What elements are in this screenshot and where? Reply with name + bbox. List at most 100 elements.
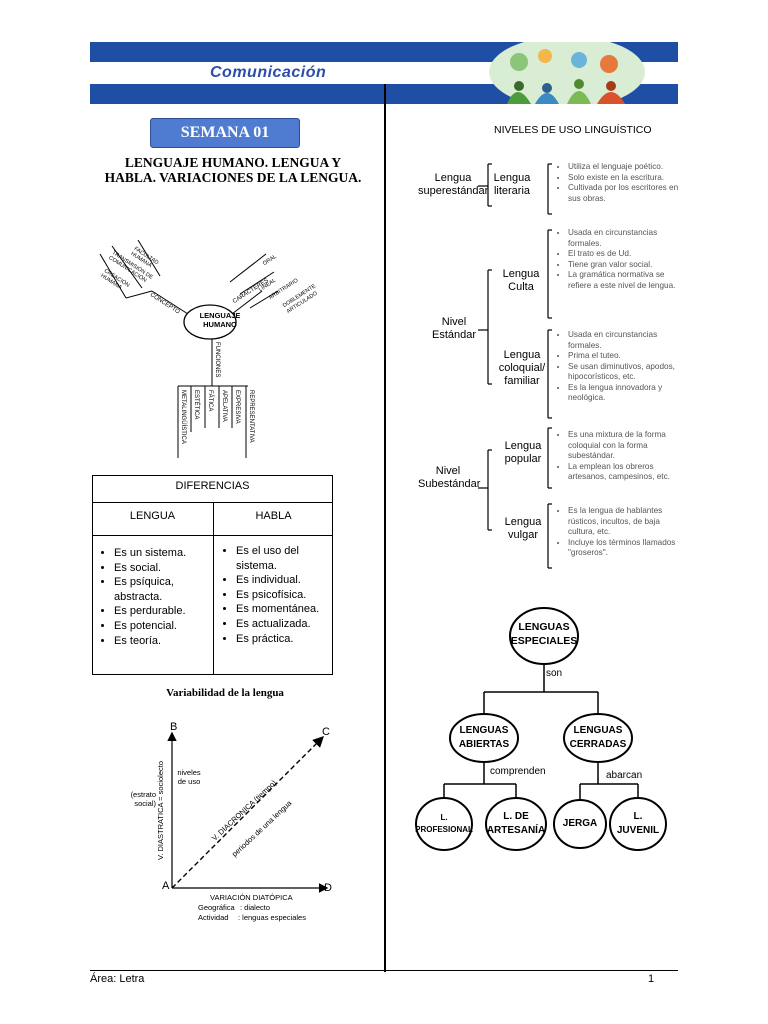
- list-item: Es práctica.: [236, 632, 331, 647]
- footer-rule: [90, 970, 678, 971]
- abarcan-label: abarcan: [606, 770, 643, 781]
- variabilidad-diagram: [167, 731, 329, 893]
- comprenden-label: comprenden: [490, 766, 546, 777]
- node-root-line-1: LENGUAS: [518, 621, 570, 633]
- estrato-label: (estrato social): [130, 790, 156, 808]
- coloquial-list: Usada en circunstancias formales. Prima …: [554, 330, 684, 404]
- node-profesional-line-1: L.: [440, 813, 448, 822]
- actividad-label: Actividad: [198, 913, 229, 922]
- list-item: Es un sistema.: [114, 546, 211, 561]
- header-illustration-icon: [489, 42, 645, 104]
- habla-list: Es el uso del sistema. Es individual. Es…: [218, 544, 331, 646]
- funcion-item-5: EXPRESIVA: [234, 390, 240, 424]
- list-item: Es potencial.: [114, 619, 211, 634]
- node-artesania-line-2: ARTESANÍA: [486, 825, 546, 836]
- column-divider: [384, 84, 386, 972]
- point-b: B: [170, 721, 178, 733]
- geografica-label: Geográfica: [198, 903, 235, 912]
- actividad-value: : lenguas especiales: [238, 913, 306, 922]
- point-a: A: [162, 880, 170, 892]
- node-cerradas-line-1: LENGUAS: [573, 725, 623, 736]
- footer-area-label: Área: Letra: [90, 973, 145, 985]
- lengua-culta: Lengua Culta: [502, 268, 540, 293]
- concept-center-line-2: HUMANO: [203, 320, 237, 329]
- vulgar-list: Es la lengua de hablantes rústicos, incu…: [554, 506, 684, 559]
- point-d: D: [324, 882, 332, 894]
- funcion-item-6: REPRESENTATIVA: [248, 390, 254, 443]
- funcion-item-1: METALINGÜÍSTICA: [180, 390, 186, 444]
- lenguas-especiales-tree: [415, 607, 667, 851]
- point-c: C: [322, 726, 330, 738]
- node-abiertas-line-2: ABIERTAS: [458, 739, 510, 750]
- list-item: Es individual.: [236, 573, 331, 588]
- list-item: La gramática normativa se refiere a este…: [568, 270, 684, 291]
- lengua-vulgar: Lengua vulgar: [504, 516, 542, 541]
- semana-badge: SEMANA 01: [150, 118, 300, 148]
- culta-list: Usada en circunstancias formales. El tra…: [554, 228, 684, 291]
- lengua-coloquial: Lengua coloquial/ familiar: [498, 349, 546, 387]
- list-item: Es el uso del sistema.: [236, 544, 331, 573]
- list-item: Es actualizada.: [236, 617, 331, 632]
- funcion-item-4: APELATIVA: [221, 390, 227, 422]
- concept-center-line-1: LENGUAJE: [199, 311, 241, 320]
- variabilidad-title: Variabilidad de la lengua: [166, 687, 284, 699]
- list-item: Es la lengua innovadora y neológica.: [568, 383, 684, 404]
- node-jerga: JERGA: [562, 818, 598, 829]
- page-title: LENGUAJE HUMANO. LENGUA Y HABLA. VARIACI…: [104, 155, 362, 185]
- col-header-lengua: LENGUA: [129, 510, 176, 522]
- header-title: Comunicación: [210, 64, 327, 81]
- list-item: Se usan diminutivos, apodos, hipocorísti…: [568, 362, 684, 383]
- node-lenguas-especiales: LENGUAS ESPECIALES: [504, 620, 584, 648]
- lengua-list: Es un sistema. Es social. Es psíquica, a…: [96, 546, 211, 648]
- list-item: Cultivada por los escritores en sus obra…: [568, 183, 684, 204]
- lengua-popular: Lengua popular: [504, 440, 542, 465]
- list-item: Solo existe en la escritura.: [568, 173, 684, 184]
- col-header-habla: HABLA: [255, 510, 292, 522]
- branch-funciones: FUNCIONES: [214, 342, 220, 378]
- node-cerradas-line-2: CERRADAS: [569, 739, 627, 750]
- lenguaje-concept-map: [99, 239, 279, 458]
- lengua-superestandar: Lengua superestándar: [418, 172, 489, 197]
- list-item: Usada en circunstancias formales.: [568, 228, 684, 249]
- list-item: Tiene gran valor social.: [568, 260, 684, 271]
- list-item: Es la lengua de hablantes rústicos, incu…: [568, 506, 684, 538]
- diferencias-title: DIFERENCIAS: [92, 475, 333, 503]
- diferencias-table: [92, 475, 333, 675]
- funcion-item-3: FÁTICA: [207, 390, 213, 412]
- lengua-literaria: Lengua literaria: [493, 172, 531, 197]
- node-juvenil-line-2: JUVENIL: [616, 825, 660, 836]
- footer-page-number: 1: [648, 973, 655, 985]
- list-item: Es social.: [114, 561, 211, 576]
- list-item: Es teoría.: [114, 634, 211, 649]
- popular-list: Es una mixtura de la forma coloquial con…: [554, 430, 684, 483]
- table-divider-horizontal: [92, 535, 333, 536]
- list-item: Prima el tuteo.: [568, 351, 684, 362]
- node-profesional-line-2: PROFESIONAL: [415, 825, 473, 834]
- niveles-brackets: [478, 163, 552, 569]
- nivel-subestandar: Nivel Subestándar: [418, 465, 481, 490]
- list-item: Utiliza el lenguaje poético.: [568, 162, 684, 173]
- list-item: Es psicofísica.: [236, 588, 331, 603]
- list-item: Es perdurable.: [114, 604, 211, 619]
- node-l-juvenil: L. JUVENIL: [608, 810, 668, 838]
- list-item: Usada en circunstancias formales.: [568, 330, 684, 351]
- node-lenguas-abiertas: LENGUAS ABIERTAS: [444, 724, 524, 752]
- y-axis-label: V. DIASTRATICA = sociolecto: [156, 761, 165, 860]
- niveles-label: niveles de uso: [177, 768, 201, 786]
- list-item: La emplean los obreros artesanos, campes…: [568, 462, 684, 483]
- list-item: Incluye los términos llamados "groseros"…: [568, 538, 684, 559]
- node-artesania-line-1: L. DE: [503, 811, 529, 822]
- table-divider-vertical: [213, 503, 214, 675]
- list-item: El trato es de Ud.: [568, 249, 684, 260]
- node-juvenil-line-1: L.: [633, 811, 643, 822]
- list-item: Es una mixtura de la forma coloquial con…: [568, 430, 684, 462]
- funcion-item-2: ESTÉTICA: [193, 390, 199, 420]
- node-l-artesania: L. DE ARTESANÍA: [486, 810, 546, 838]
- x-axis-label: VARIACIÓN DIATÓPICA: [210, 893, 293, 902]
- node-l-profesional: L. PROFESIONAL: [414, 812, 474, 836]
- superestandar-list: Utiliza el lenguaje poético. Solo existe…: [554, 162, 684, 204]
- list-item: Es momentánea.: [236, 602, 331, 617]
- node-lenguas-cerradas: LENGUAS CERRADAS: [558, 724, 638, 752]
- geografica-value: : dialecto: [240, 903, 271, 912]
- son-label: son: [546, 668, 563, 679]
